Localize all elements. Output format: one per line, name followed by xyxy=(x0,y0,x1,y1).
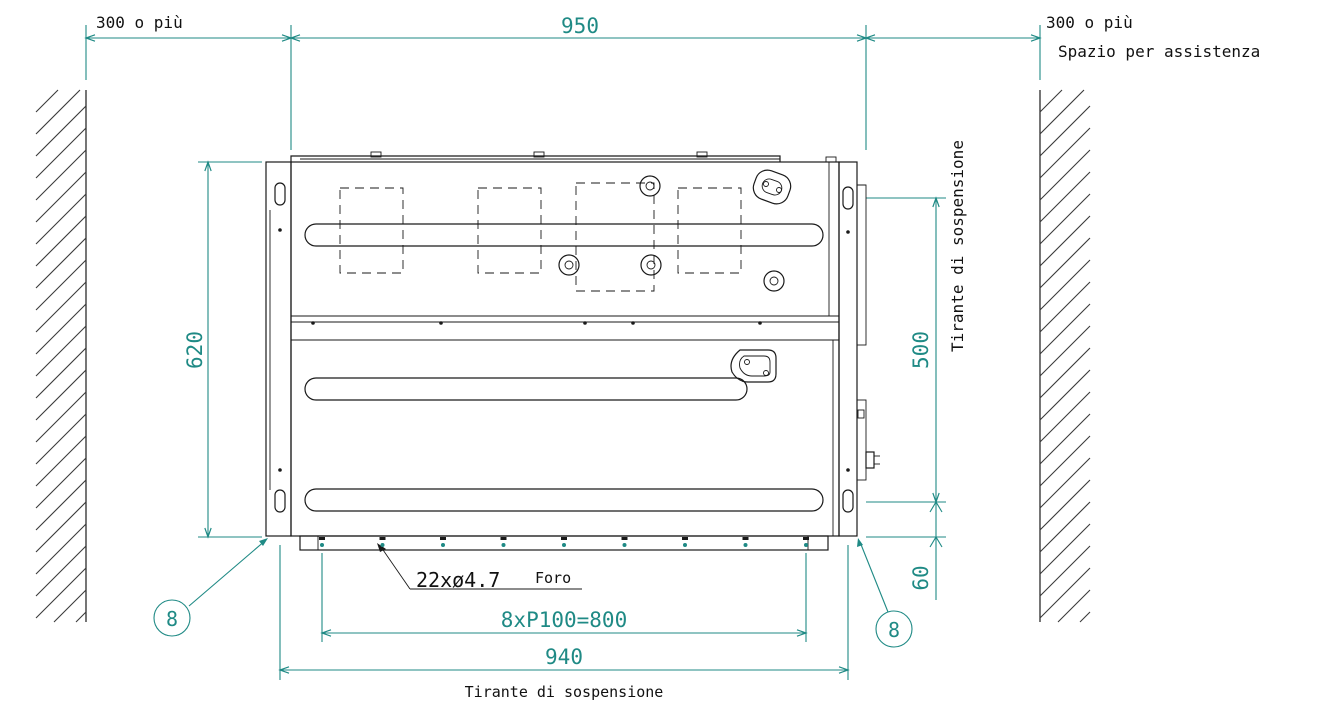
suspension-rod-right-label: Tirante di sospensione xyxy=(948,140,967,352)
hatch-line xyxy=(1039,479,1091,531)
callout-right xyxy=(857,538,913,648)
suspension-rod-bottom-label: Tirante di sospensione xyxy=(465,683,664,701)
hatch-line xyxy=(1039,413,1091,465)
hatch-line xyxy=(1039,391,1091,443)
hatch-line xyxy=(1039,149,1091,201)
hatch-line xyxy=(35,523,87,575)
hatch-line xyxy=(1039,127,1091,179)
hatch-line xyxy=(1039,281,1091,333)
hatch-line xyxy=(35,435,87,487)
hatch-line xyxy=(35,391,87,443)
rod-spacing-horizontal-label: 940 xyxy=(545,645,583,669)
callout-left-number: 8 xyxy=(166,607,178,631)
hole-dot xyxy=(380,543,385,547)
rod-spacing-vertical-label: 500 xyxy=(909,331,933,369)
screw-head xyxy=(440,537,446,540)
hatch-line xyxy=(35,89,81,135)
hatch-line xyxy=(1039,347,1091,399)
hatch-line xyxy=(1039,215,1091,267)
hole-dot xyxy=(320,543,324,547)
hatch-line xyxy=(1039,105,1091,157)
hatch-line xyxy=(35,149,87,201)
hatch-line xyxy=(35,127,87,179)
callout-right-number: 8 xyxy=(888,618,900,642)
hatch-line xyxy=(1039,435,1091,487)
screw-head xyxy=(500,537,507,540)
hatch-line xyxy=(35,369,87,421)
hatch-line xyxy=(35,259,87,311)
hatch-line xyxy=(35,545,87,597)
pitch-label: 8xP100=800 xyxy=(501,608,627,632)
hatch-line xyxy=(35,347,87,399)
hatch-line xyxy=(35,567,87,619)
hatch-line xyxy=(1039,193,1091,245)
hatch-line xyxy=(35,105,87,157)
screw-head xyxy=(621,537,628,540)
hatch-line xyxy=(35,237,87,289)
hole-dot xyxy=(441,543,445,547)
hatch-line xyxy=(1039,171,1091,223)
hole-dot xyxy=(683,543,687,547)
hatch-line xyxy=(1039,237,1091,289)
right-wall xyxy=(1039,89,1091,623)
hatch-line xyxy=(1039,457,1091,509)
hatch-line xyxy=(1057,589,1091,623)
hatch-line xyxy=(35,479,87,531)
hatch-line xyxy=(35,501,87,553)
hatch-line xyxy=(1039,303,1091,355)
hatch-line xyxy=(35,89,59,113)
hole-dot xyxy=(804,543,808,547)
hole-label: Foro xyxy=(535,569,571,587)
screw-head xyxy=(682,537,688,540)
clearance-left-label: 300 o più xyxy=(96,13,183,32)
height-overall-label: 620 xyxy=(183,331,207,369)
hatch-line xyxy=(1039,89,1063,113)
hatch-line xyxy=(1039,325,1091,377)
extension-lines xyxy=(85,25,1041,680)
callout-left xyxy=(153,538,268,637)
hatch-line xyxy=(75,611,87,623)
hatch-line xyxy=(35,281,87,333)
screw-head xyxy=(379,537,386,540)
width-overall-label: 950 xyxy=(561,14,599,38)
unit-body xyxy=(265,151,880,551)
hatch-line xyxy=(1079,611,1091,623)
hole-dot xyxy=(622,543,627,547)
dimension-rod-vertical xyxy=(929,198,943,600)
screw-head xyxy=(319,537,325,540)
clearance-right-label: 300 o più xyxy=(1046,13,1133,32)
hatch-line xyxy=(35,193,87,245)
hatch-line xyxy=(1039,545,1091,597)
screw-head xyxy=(803,537,809,540)
hatch-line xyxy=(1039,567,1091,619)
hatch-line xyxy=(35,325,87,377)
hole-dot xyxy=(501,543,506,547)
screw-head xyxy=(742,537,749,540)
hatch-line xyxy=(1039,501,1091,553)
hatch-line xyxy=(1039,369,1091,421)
screw-head xyxy=(561,537,567,540)
hatch-line xyxy=(35,215,87,267)
left-wall xyxy=(35,89,87,623)
hatch-line xyxy=(53,589,87,623)
hatch-line xyxy=(35,303,87,355)
hatch-line xyxy=(35,171,87,223)
service-space-label: Spazio per assistenza xyxy=(1058,42,1260,61)
hatch-line xyxy=(35,457,87,509)
holes-label: 22xø4.7 xyxy=(416,568,500,592)
hole-dot xyxy=(743,543,748,547)
hole-dot xyxy=(562,543,566,547)
rod-offset-bottom-label: 60 xyxy=(909,565,933,590)
hatch-line xyxy=(35,413,87,465)
hatch-line xyxy=(1039,89,1085,135)
hatch-line xyxy=(1039,259,1091,311)
hatch-line xyxy=(1039,523,1091,575)
